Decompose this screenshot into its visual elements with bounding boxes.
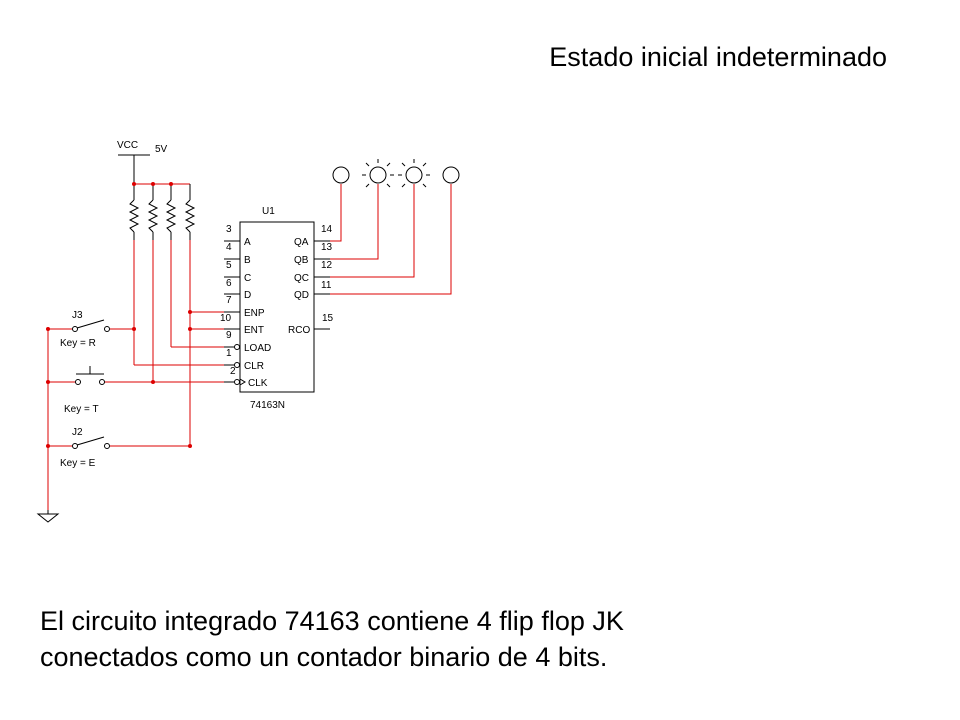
caption-line: conectados como un contador binario de 4… [40, 642, 608, 672]
pin-number: 2 [230, 366, 236, 377]
pin-label: A [244, 237, 251, 248]
pin-label: CLR [244, 361, 264, 372]
pin-number: 3 [226, 224, 232, 235]
ground-symbol [36, 510, 60, 523]
pin-label: CLK [248, 378, 268, 389]
probe-lamp-off [332, 166, 350, 184]
pin-number: 7 [226, 295, 232, 306]
probe-lamp-on [398, 159, 430, 188]
probe-lamp-off [442, 166, 460, 184]
pin-number: 4 [226, 242, 232, 253]
switch-j2 [72, 436, 110, 449]
pin-label: QD [294, 290, 309, 301]
probe-lamp-on [362, 159, 394, 188]
switch-j3-ref: J3 [72, 310, 83, 321]
pin-label: QC [294, 273, 309, 284]
vcc-label: VCC [117, 140, 138, 151]
pin-label: C [244, 273, 251, 284]
switch-j2-ref: J2 [72, 427, 83, 438]
pin-label: ENP [244, 308, 265, 319]
clock-triangle [239, 378, 246, 386]
vcc-source: VCC 5V [117, 140, 168, 184]
pin-number: 13 [321, 242, 333, 253]
switch-j2-key: Key = E [60, 458, 96, 469]
pullup-resistors [128, 184, 196, 240]
pin-label: B [244, 255, 251, 266]
page-title: Estado inicial indeterminado [549, 42, 887, 72]
pin-number: 12 [321, 260, 333, 271]
caption-line: El circuito integrado 74163 contiene 4 f… [40, 606, 624, 636]
output-pin-stubs [314, 240, 330, 330]
pin-label: LOAD [244, 343, 271, 354]
pin-number: 14 [321, 224, 333, 235]
pin-label: D [244, 290, 251, 301]
net-wires [47, 240, 240, 510]
caption: El circuito integrado 74163 contiene 4 f… [40, 603, 624, 675]
pin-number: 10 [220, 313, 232, 324]
push-button-key: Key = T [64, 404, 99, 415]
output-nets [330, 184, 452, 295]
pin-number: 1 [226, 348, 232, 359]
chip-body [239, 221, 315, 393]
pin-number: 6 [226, 278, 232, 289]
pin-number: 15 [322, 313, 334, 324]
pin-number: 5 [226, 260, 232, 271]
pin-label: ENT [244, 325, 264, 336]
input-pin-stubs [224, 240, 240, 385]
switch-j3 [72, 319, 110, 332]
pin-number: 11 [321, 280, 332, 291]
junction-dots [46, 182, 192, 448]
chip-part: 74163N [250, 400, 285, 411]
switch-j3-key: Key = R [60, 338, 96, 349]
vcc-voltage-label: 5V [155, 144, 168, 155]
chip-ref: U1 [262, 206, 275, 217]
pin-label: QA [294, 237, 309, 248]
pin-number: 9 [226, 330, 232, 341]
push-button [75, 366, 105, 385]
pin-label: RCO [288, 325, 310, 336]
pin-label: QB [294, 255, 309, 266]
